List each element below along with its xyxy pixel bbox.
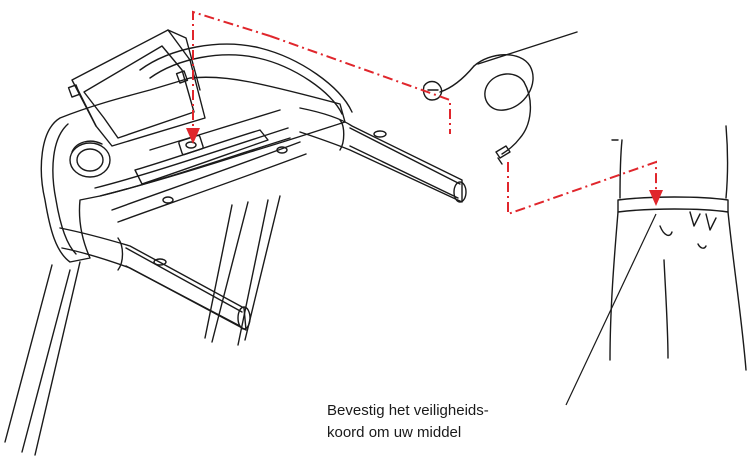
safety-key-cord-drawing <box>422 31 578 165</box>
console-display <box>67 29 206 147</box>
red-arrow-icon <box>186 128 663 206</box>
waist-figure-drawing <box>609 125 747 371</box>
caption-line-2: koord om uw middel <box>327 424 462 441</box>
treadmill-right-upright <box>204 195 281 346</box>
console-body <box>40 43 353 263</box>
red-guide-lines <box>192 10 657 216</box>
caption-leader-line <box>565 213 657 406</box>
safety-key-slot <box>178 134 204 156</box>
treadmill-left-upright <box>4 261 81 456</box>
caption-line-1: Bevestig het veiligheids- <box>327 402 489 419</box>
caption: Bevestig het veiligheids- koord om uw mi… <box>327 400 489 444</box>
left-handrail <box>59 227 251 331</box>
console-crossbar <box>111 141 307 223</box>
treadmill-console-drawing <box>4 29 467 456</box>
right-handrail <box>299 107 467 203</box>
